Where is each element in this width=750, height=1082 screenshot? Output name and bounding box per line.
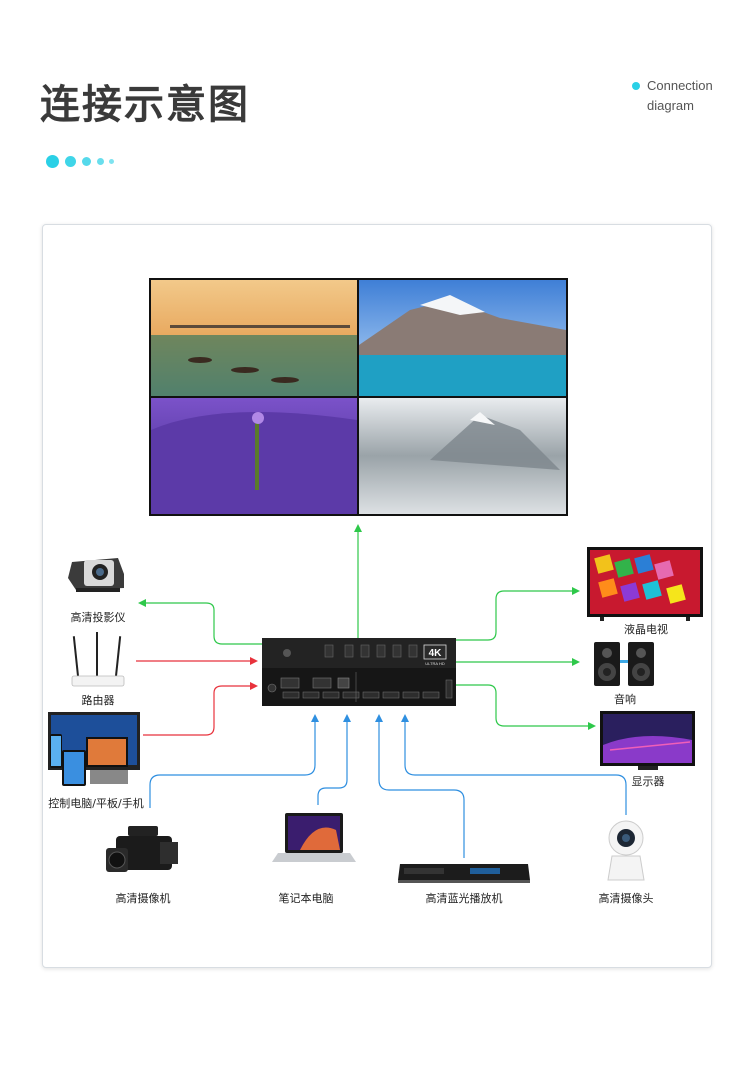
output-line-tv: [456, 587, 580, 641]
laptop-icon: [272, 813, 356, 862]
main-device: 4K ULTRA HD: [262, 638, 456, 706]
projector-icon: [68, 558, 124, 592]
video-wall: [149, 278, 568, 516]
label-tv: 液晶电视: [624, 623, 668, 636]
monitor-icon: [600, 711, 695, 770]
bluray-player-icon: [398, 864, 530, 883]
speaker-icon: [594, 642, 654, 686]
output-line-projector: [138, 599, 262, 645]
label-webcam: 高清摄像头: [598, 892, 654, 905]
control-line-pc: [143, 682, 258, 736]
label-bluray: 高清蓝光播放机: [425, 892, 503, 905]
lcd-tv-icon: [587, 547, 703, 621]
wall-tile-foggy-mountain: [359, 398, 566, 514]
label-projector: 高清投影仪: [70, 611, 126, 624]
input-line-laptop: [317, 714, 351, 805]
subtitle-line-1: Connection: [647, 78, 713, 93]
wall-tile-mountain: [359, 280, 566, 396]
label-camcorder: 高清摄像机: [115, 892, 171, 905]
input-line-webcam: [401, 714, 627, 815]
label-laptop: 笔记本电脑: [278, 892, 334, 905]
label-pc: 控制电脑/平板/手机: [48, 797, 144, 810]
label-monitor: 显示器: [631, 775, 665, 788]
subtitle-line-2: diagram: [647, 98, 694, 113]
device-badge-sub: ULTRA HD: [425, 661, 445, 666]
label-speaker: 音响: [614, 693, 636, 706]
pc-tablet-phone-icon: [48, 712, 140, 786]
webcam-icon: [607, 820, 645, 881]
subtitle-dot-icon: [632, 82, 640, 90]
input-line-bluray: [375, 714, 465, 858]
wall-tile-lavender: [151, 398, 357, 514]
camcorder-icon: [106, 826, 178, 872]
input-line-camcorder: [149, 714, 319, 808]
label-router: 路由器: [81, 694, 115, 707]
router-icon: [71, 632, 125, 687]
wall-tile-lake: [151, 280, 357, 396]
page-title: 连接示意图: [40, 82, 250, 128]
output-line-monitor: [456, 684, 596, 730]
device-badge: 4K: [429, 648, 443, 659]
